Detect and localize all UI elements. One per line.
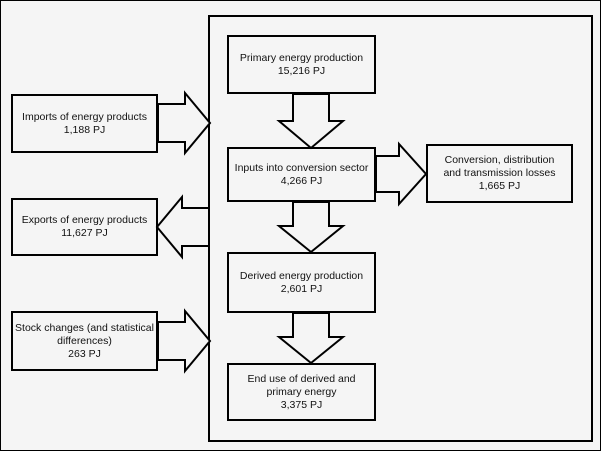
stock-changes-box: Stock changes (and statistical differenc… <box>11 311 158 371</box>
primary-energy-production-label: Primary energy production <box>239 51 364 64</box>
imports-inflow-arrow <box>157 90 212 156</box>
exports-box: Exports of energy products 11,627 PJ <box>11 198 158 256</box>
inputs-to-losses-arrow <box>375 141 428 207</box>
primary-to-inputs-arrow <box>276 93 346 150</box>
conversion-inputs-value: 4,266 PJ <box>280 174 323 187</box>
primary-energy-production-box: Primary energy production 15,216 PJ <box>227 35 376 94</box>
conversion-losses-box: Conversion, distribution and transmissio… <box>426 144 573 203</box>
exports-label: Exports of energy products <box>21 214 148 226</box>
stock-changes-value: 263 PJ <box>68 347 101 360</box>
primary-energy-production-value: 15,216 PJ <box>277 64 326 77</box>
conversion-losses-value: 1,665 PJ <box>478 180 521 192</box>
end-use-value: 3,375 PJ <box>280 398 323 411</box>
imports-label: Imports of energy products <box>22 110 147 123</box>
derived-energy-production-label: Derived energy production <box>239 269 364 282</box>
derived-energy-production-box: Derived energy production 2,601 PJ <box>227 252 376 313</box>
conversion-inputs-box: Inputs into conversion sector 4,266 PJ <box>227 147 376 202</box>
exports-outflow-arrow <box>155 194 210 260</box>
stock-changes-label: Stock changes (and statistical differenc… <box>15 321 154 347</box>
conversion-losses-label: Conversion, distribution and transmissio… <box>443 154 556 179</box>
end-use-label: End use of derived and primary energy <box>247 372 356 398</box>
stock-changes-inflow-arrow <box>157 308 212 374</box>
inputs-to-derived-arrow <box>276 201 346 254</box>
conversion-inputs-label: Inputs into conversion sector <box>234 161 369 174</box>
derived-energy-production-value: 2,601 PJ <box>280 282 323 295</box>
end-use-box: End use of derived and primary energy 3,… <box>227 363 376 421</box>
imports-value: 1,188 PJ <box>63 123 106 136</box>
exports-value: 11,627 PJ <box>61 227 108 239</box>
imports-box: Imports of energy products 1,188 PJ <box>11 94 158 153</box>
derived-to-enduse-arrow <box>276 312 346 365</box>
